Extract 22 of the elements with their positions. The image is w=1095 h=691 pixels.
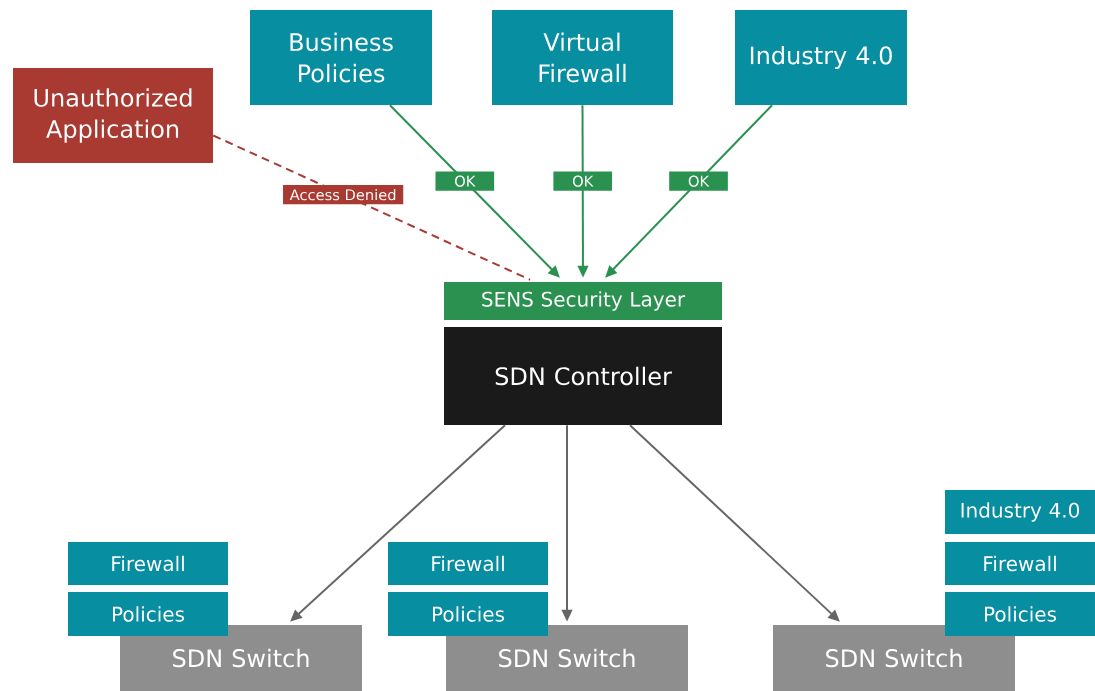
switch-box: SDN Switch [773,625,1015,691]
edge-label: OK [435,171,495,191]
function-box: Industry 4.0 [945,490,1095,534]
function-box: Firewall [388,542,548,585]
arrow [290,424,506,622]
function-box: Firewall [945,542,1095,585]
switch-box: SDN Switch [120,625,362,691]
policy-box: Business Policies [250,10,432,105]
edge-label: OK [553,171,613,191]
policy-box: Virtual Firewall [492,10,673,105]
function-box: Policies [68,592,228,636]
edge-label: Access Denied [283,184,404,205]
security-layer-bar: SENS Security Layer [444,282,722,320]
arrow [629,424,840,622]
policy-box: Industry 4.0 [735,10,907,105]
controller-box: SDN Controller [444,327,722,425]
function-box: Firewall [68,542,228,585]
switch-box: SDN Switch [446,625,688,691]
function-box: Policies [945,592,1095,636]
edge-label: OK [669,171,728,191]
function-box: Policies [388,592,548,636]
application-box: Unauthorized Application [13,68,213,163]
